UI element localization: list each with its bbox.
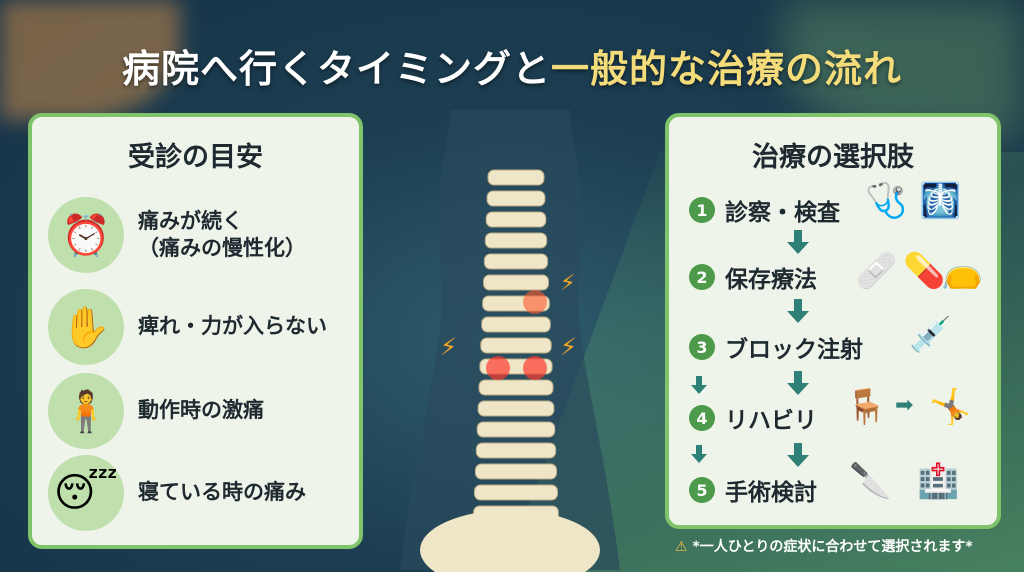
vertebra xyxy=(476,421,556,438)
arrow-down-icon xyxy=(691,376,707,394)
hospital-icon: 🏥 xyxy=(917,461,960,501)
numb-hand-icon: ✋ xyxy=(48,289,124,365)
step-number: 3 xyxy=(689,334,715,360)
medicine-bottle-icon: 💊 xyxy=(903,251,946,291)
step-item: 2 保存療法 xyxy=(689,260,817,294)
guide-item: ⏰ 痛みが続く （痛みの慢性化） xyxy=(48,197,306,273)
rehab-stretch-icon: 🤸 xyxy=(929,387,972,427)
vertebra xyxy=(475,442,557,459)
back-pain-icon: 🧍 xyxy=(48,373,124,449)
arrow-down-icon xyxy=(787,299,809,323)
step-number: 2 xyxy=(689,264,715,290)
step-item: 3 ブロック注射 xyxy=(689,330,863,364)
vertebra xyxy=(483,253,549,270)
vertebra xyxy=(484,232,548,249)
spine-illustration: ⚡ ⚡ ⚡ xyxy=(400,110,620,572)
alarm-clock-icon: ⏰ xyxy=(48,197,124,273)
svg-text:⚡: ⚡ xyxy=(560,333,577,361)
warning-icon: ⚠ xyxy=(675,539,688,555)
ice-pack-icon: 👝 xyxy=(941,251,984,291)
vertebra xyxy=(477,400,555,417)
vertebra xyxy=(483,274,549,291)
svg-text:⚡: ⚡ xyxy=(560,271,575,296)
step-item: 5 手術検討 xyxy=(689,473,817,507)
title-part2: 一般的な治療の流れ xyxy=(551,47,903,91)
step-label: 手術検討 xyxy=(725,480,817,506)
item-label: 痺れ・力が入らない xyxy=(138,314,327,339)
item-label: 寝ている時の痛み xyxy=(138,480,306,505)
guide-item: 😴 寝ている時の痛み xyxy=(48,455,306,531)
guide-item: 🧍 動作時の激痛 xyxy=(48,373,264,449)
page-title: 病院へ行くタイミングと一般的な治療の流れ xyxy=(0,38,1024,93)
vertebra xyxy=(487,169,545,186)
step-item: 1 診察・検査 xyxy=(689,193,840,227)
panel-heading: 受診の目安 xyxy=(128,142,263,173)
step-number: 1 xyxy=(689,197,715,223)
syringe-icon: 💉 xyxy=(909,315,952,355)
step-label: ブロック注射 xyxy=(725,337,863,363)
disclaimer-text: *一人ひとりの症状に合わせて選択されます* xyxy=(692,539,973,555)
item-sublabel: （痛みの慢性化） xyxy=(138,236,306,260)
vertebra xyxy=(474,463,558,480)
step-item: 4 リハビリ xyxy=(689,401,817,435)
rehab-seated-icon: 🪑 xyxy=(845,387,888,427)
vertebra xyxy=(478,379,554,396)
xray-icon: 🩻 xyxy=(919,181,962,221)
vertebra xyxy=(486,190,546,207)
vertebra xyxy=(480,337,552,354)
step-number: 5 xyxy=(689,477,715,503)
scalpel-icon: 🔪 xyxy=(849,461,892,501)
vertebra xyxy=(481,316,551,333)
arrow-down-icon xyxy=(787,230,809,254)
guide-item: ✋ 痺れ・力が入らない xyxy=(48,289,327,365)
consultation-guide-panel: 受診の目安 ⏰ 痛みが続く （痛みの慢性化） ✋ 痺れ・力が入らない 🧍 動作時の… xyxy=(28,113,363,549)
arrow-down-icon xyxy=(787,443,809,467)
step-number: 4 xyxy=(689,405,715,431)
sleeping-icon: 😴 xyxy=(48,455,124,531)
item-label: 痛みが続く xyxy=(138,208,243,233)
svg-text:⚡: ⚡ xyxy=(440,333,457,361)
panel-heading: 治療の選択肢 xyxy=(752,142,914,173)
vertebra xyxy=(474,484,558,501)
step-label: 診察・検査 xyxy=(725,200,840,226)
bandage-icon: 🩹 xyxy=(855,251,898,291)
arrow-down-icon xyxy=(691,445,707,463)
title-part1: 病院へ行くタイミングと xyxy=(121,47,551,91)
step-label: 保存療法 xyxy=(725,267,817,293)
disclaimer-note: ⚠ *一人ひとりの症状に合わせて選択されます* xyxy=(675,536,1015,556)
vertebra xyxy=(485,211,547,228)
stethoscope-icon: 🩺 xyxy=(865,181,908,221)
arrow-right-icon: ➡ xyxy=(895,393,914,418)
item-label: 動作時の激痛 xyxy=(138,398,264,423)
step-label: リハビリ xyxy=(725,408,817,434)
arrow-down-icon xyxy=(787,371,809,395)
